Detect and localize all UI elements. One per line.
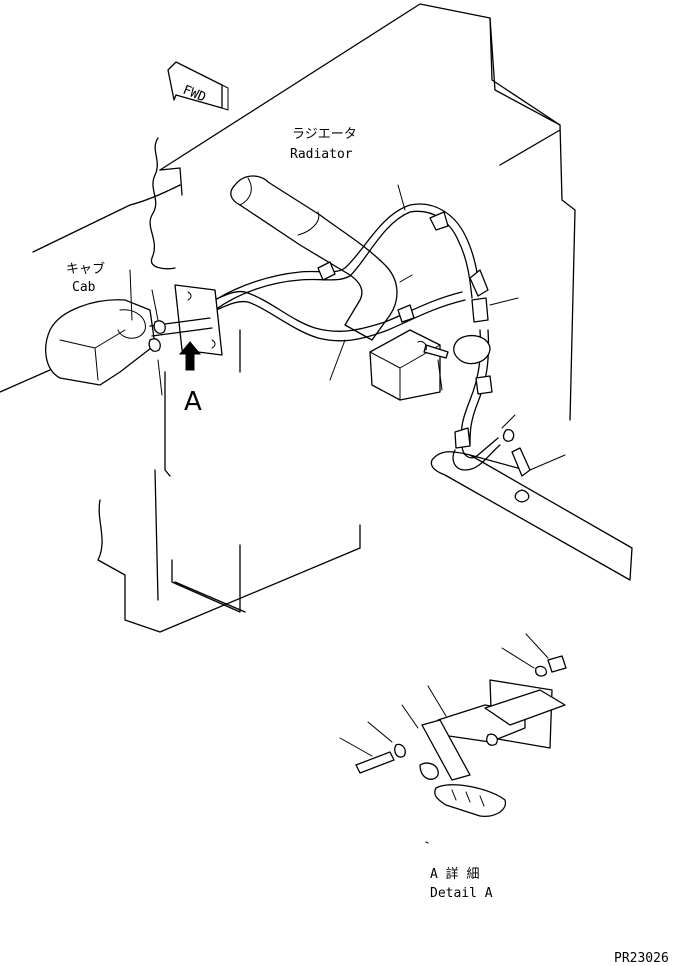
detail-a-drawing (339, 633, 567, 844)
radiator-label-en: Radiator (290, 147, 353, 162)
leader-lines (129, 184, 566, 471)
view-arrow (178, 341, 202, 371)
cab-heater-unit (0, 284, 223, 393)
hose-clamps (317, 211, 531, 477)
detail-label-jp: A 詳 細 (430, 866, 479, 882)
part-code: PR23026 (614, 951, 669, 966)
cab-label-en: Cab (72, 280, 96, 295)
fwd-arrow (167, 61, 229, 111)
detail-label-en: Detail A (430, 886, 493, 901)
valve-block (369, 329, 491, 401)
radiator-housing (32, 3, 633, 633)
radiator-label-jp: ラジエータ (292, 127, 357, 142)
radiator-upper-pipe (230, 175, 398, 341)
view-letter: A (184, 387, 202, 417)
cab-label-jp: キャブ (66, 261, 105, 277)
